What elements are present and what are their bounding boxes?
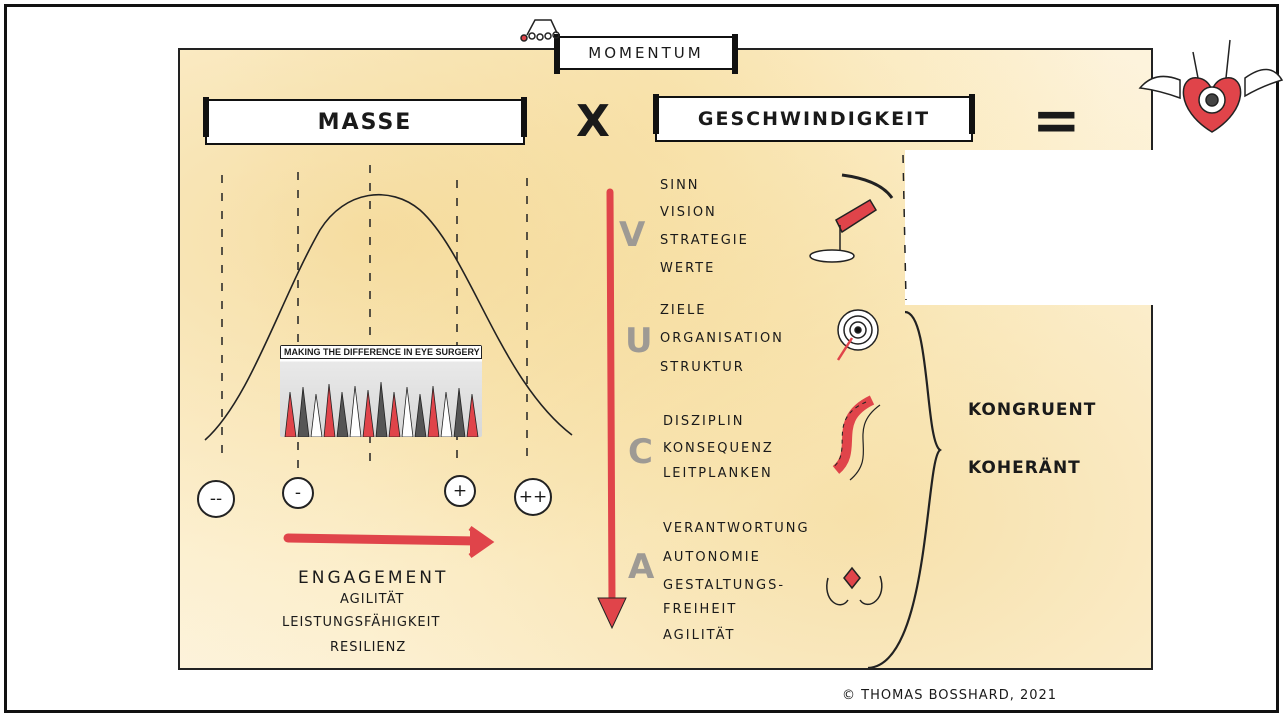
title-box: MOMENTUM [554,34,738,74]
mass-word-agilitaet: AGILITÄT [340,592,405,607]
copyright: © THOMAS BOSSHARD, 2021 [842,688,1058,703]
vuca-c-word-1: DISZIPLIN [663,414,745,429]
mass-word-resilienz: RESILIENZ [330,640,407,655]
vuca-c-word-3: LEITPLANKEN [663,466,773,481]
page-title: MOMENTUM [588,44,704,62]
geschwindigkeit-box: GESCHWINDIGKEIT [653,94,975,142]
vuca-letter-a: A [628,547,655,587]
banner-photo: MAKING THE DIFFERENCE IN EYE SURGERY [280,345,482,437]
banner-text: MAKING THE DIFFERENCE IN EYE SURGERY [280,345,482,359]
vuca-letter-u: U [625,321,653,361]
result-kongruent: KONGRUENT [968,400,1097,420]
result-koheraent: KOHERÄNT [968,458,1081,478]
scale-plus: + [444,475,476,507]
vuca-v-word-3: STRATEGIE [660,233,749,248]
equals-operator: = [1032,86,1082,154]
outer-frame [4,4,1279,713]
vuca-a-word-5: AGILITÄT [663,628,736,643]
vuca-u-word-1: ZIELE [660,303,707,318]
vuca-a-word-3: GESTALTUNGS- [663,578,786,593]
vuca-u-word-3: STRUKTUR [660,360,745,375]
vuca-v-word-1: SINN [660,178,700,193]
vuca-u-word-2: ORGANISATION [660,331,784,346]
scale-minus-minus: -- [197,480,235,518]
vuca-letter-v: V [619,215,646,255]
mass-word-engagement: ENGAGEMENT [298,568,449,588]
scale-minus: - [282,477,314,509]
vuca-a-word-1: VERANTWORTUNG [663,521,810,536]
vuca-letter-c: C [628,432,653,472]
masse-label: MASSE [317,109,413,135]
vuca-v-word-4: WERTE [660,261,716,276]
multiply-operator: X [576,96,611,147]
white-patch [905,150,1155,305]
vuca-a-word-2: AUTONOMIE [663,550,761,565]
vuca-v-word-2: VISION [660,205,717,220]
vuca-c-word-2: KONSEQUENZ [663,441,774,456]
geschwindigkeit-label: GESCHWINDIGKEIT [697,108,931,130]
vuca-a-word-4: FREIHEIT [663,602,738,617]
masse-box: MASSE [203,97,527,145]
mass-word-leistungsfaehigkeit: LEISTUNGSFÄHIGKEIT [282,615,441,630]
scale-plus-plus: ++ [514,478,552,516]
